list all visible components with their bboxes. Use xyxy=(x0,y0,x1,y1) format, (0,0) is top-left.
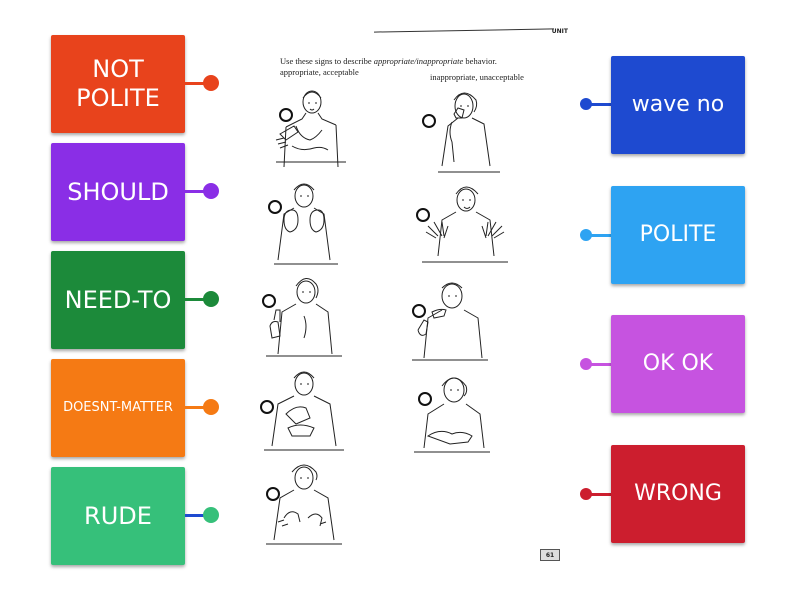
tile-wave-no-label: wave no xyxy=(631,91,725,117)
answer-circle[interactable] xyxy=(422,114,436,128)
tile-rude[interactable]: RUDE xyxy=(51,467,185,565)
tile-wrong[interactable]: WRONG xyxy=(611,445,745,543)
tile-polite[interactable]: POLITE xyxy=(611,186,745,284)
inappropriate-heading: inappropriate, unacceptable xyxy=(430,72,524,82)
tile-should[interactable]: SHOULD xyxy=(51,143,185,241)
unit-label: UNIT xyxy=(551,28,568,35)
answer-circle[interactable] xyxy=(416,208,430,222)
answer-circle[interactable] xyxy=(418,392,432,406)
connector-line xyxy=(185,298,207,301)
connector-line xyxy=(586,363,612,366)
tile-ok-ok-label: OK OK xyxy=(642,350,714,376)
tile-rude-label: RUDE xyxy=(84,501,152,530)
answer-circle[interactable] xyxy=(268,200,282,214)
tile-ok-ok[interactable]: OK OK xyxy=(611,315,745,413)
page-number: 61 xyxy=(540,549,560,561)
instruction-prefix: Use these signs to describe xyxy=(280,56,374,66)
tile-polite-label: POLITE xyxy=(639,221,717,247)
answer-circle[interactable] xyxy=(412,304,426,318)
connector-line xyxy=(185,190,207,193)
connector-line xyxy=(185,82,207,85)
tile-not-polite-label: NOT POLITE xyxy=(76,55,160,112)
tile-doesnt-matter-label: DOESNT-MATTER xyxy=(63,400,173,416)
page-edge-line xyxy=(374,28,554,33)
connector-dot[interactable] xyxy=(203,183,219,199)
appropriate-heading: appropriate, acceptable xyxy=(280,67,359,77)
answer-circle[interactable] xyxy=(262,294,276,308)
answer-circle[interactable] xyxy=(279,108,293,122)
connector-dot[interactable] xyxy=(203,291,219,307)
connector-dot[interactable] xyxy=(203,507,219,523)
tile-need-to[interactable]: NEED-TO xyxy=(51,251,185,349)
answer-circle[interactable] xyxy=(266,487,280,501)
tile-wrong-label: WRONG xyxy=(634,480,722,506)
connector-dot[interactable] xyxy=(203,399,219,415)
connector-line xyxy=(586,493,612,496)
tile-should-label: SHOULD xyxy=(67,177,169,206)
tile-doesnt-matter[interactable]: DOESNT-MATTER xyxy=(51,359,185,457)
instruction-italic: appropriate/inappropriate xyxy=(373,56,464,66)
hand-to-mouth-figure xyxy=(412,282,488,361)
connector-line xyxy=(586,234,612,237)
tile-need-to-label: NEED-TO xyxy=(64,285,172,314)
connector-dot[interactable] xyxy=(203,75,219,91)
worksheet: UNIT Use these signs to describe appropr… xyxy=(234,28,580,573)
lap-hands-figure xyxy=(414,377,490,453)
answer-circle[interactable] xyxy=(260,400,274,414)
instruction-suffix: behavior. xyxy=(463,56,497,66)
tile-not-polite[interactable]: NOT POLITE xyxy=(51,35,185,133)
hand-to-chin-figure xyxy=(438,92,500,173)
worksheet-instruction: Use these signs to describe appropriate/… xyxy=(280,56,570,66)
spread-fingers-figure xyxy=(422,186,508,263)
raised-thumb-figure xyxy=(266,278,342,357)
connector-line xyxy=(185,406,207,409)
flat-hand-figure xyxy=(264,371,344,451)
two-hands-up-figure xyxy=(274,183,338,265)
connector-line xyxy=(185,514,207,517)
claw-hands-figure xyxy=(266,464,342,545)
hands-forward-figure xyxy=(275,90,346,168)
connector-line xyxy=(586,103,612,106)
tile-wave-no[interactable]: wave no xyxy=(611,56,745,154)
